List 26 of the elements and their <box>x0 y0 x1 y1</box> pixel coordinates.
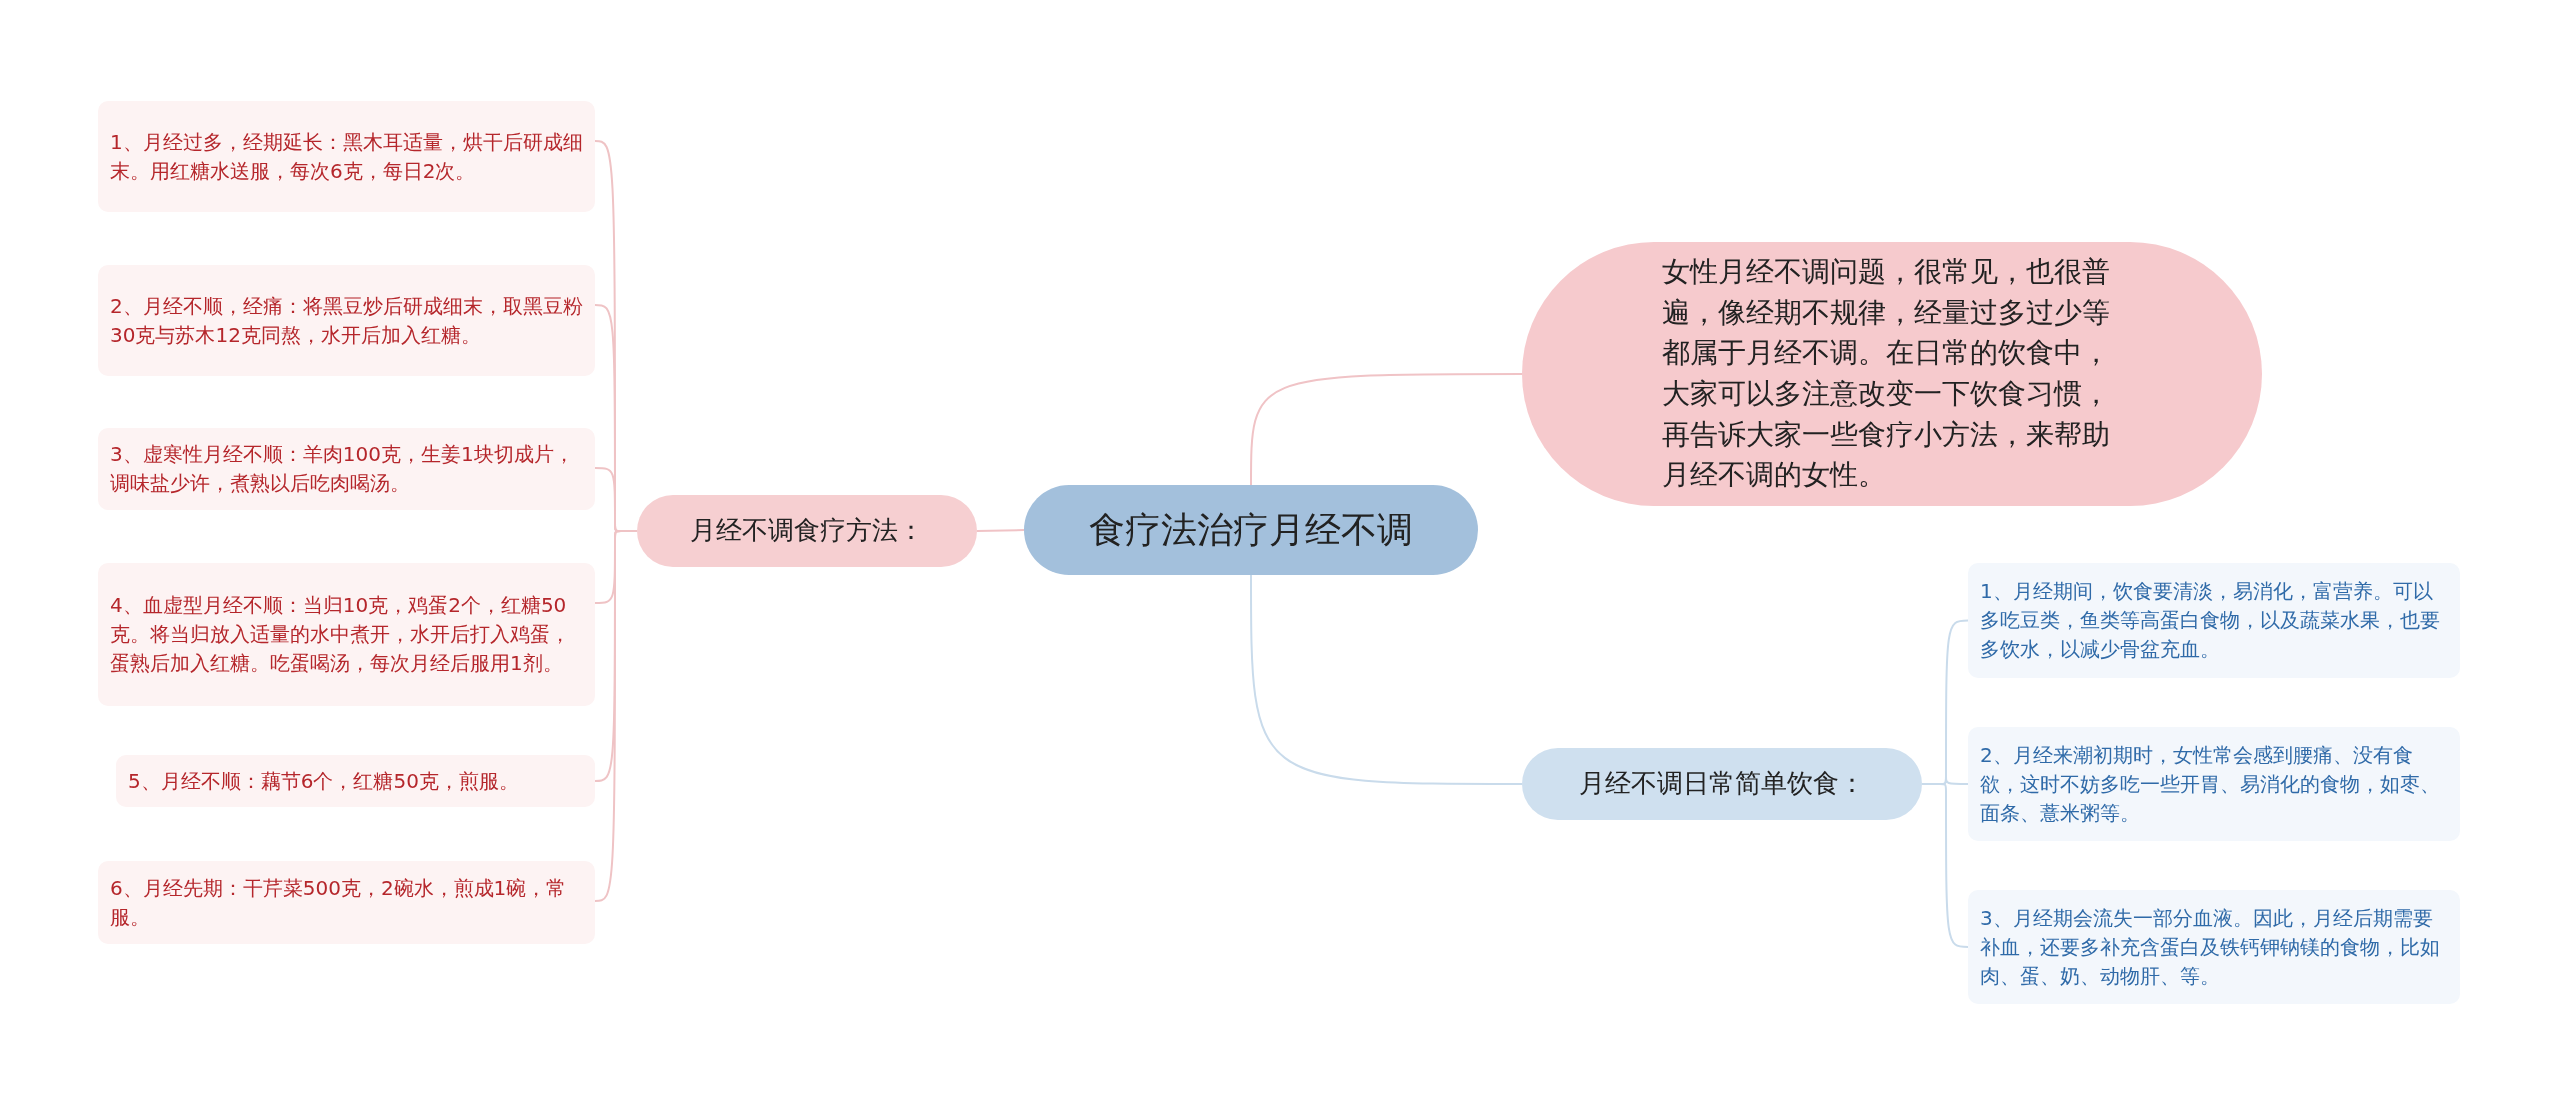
recipe-text: 1、月经过多，经期延长：黑木耳适量，烘干后研成细末。用红糖水送服，每次6克，每日2次。 <box>110 128 583 185</box>
diet-tip-card <box>1968 727 2460 841</box>
topic-title: 食疗法治疗月经不调 <box>1089 507 1413 552</box>
branch-line <box>1250 373 1523 486</box>
recipe-card <box>98 265 595 376</box>
recipe-text: 6、月经先期：干芹菜500克，2碗水，煎成1碗，常服。 <box>110 874 568 931</box>
branch-line <box>1921 783 1969 948</box>
recipe-text: 3、虚寒性月经不顺：羊肉100克，生姜1块切成片，调味盐少许，煮熟以后吃肉喝汤。 <box>110 441 575 497</box>
diet-tip-text: 3、月经期会流失一部分血液。因此，月经后期需要补血，还要多补充含蛋白及铁钙钾钠镁的食物，比如肉、蛋、奶、动物肝、等。 <box>1980 904 2441 990</box>
branch-label: 月经不调日常简单饮食： <box>1579 767 1865 801</box>
recipe-card <box>98 428 595 510</box>
recipe-card <box>98 861 595 944</box>
recipe-card <box>98 563 595 706</box>
recipe-text: 4、血虚型月经不顺：当归10克，鸡蛋2个，红糖50克。将当归放入适量的水中煮开，水开后打入鸡蛋，蛋熟后加入红糖。吃蛋喝汤，每次月经后服用1剂。 <box>110 592 571 677</box>
branch-line <box>976 529 1025 532</box>
branch-label: 月经不调食疗方法： <box>690 514 924 548</box>
intro-text: 女性月经不调问题，很常见，也很普遍，像经期不规律，经量过多过少等都属于月经不调。在日常的饮食中，大家可以多注意改变一下饮食习惯，再告诉大家一些食疗小方法，来帮助月经不调的女性。 <box>1662 254 2111 494</box>
diet-tip-card <box>1968 890 2460 1004</box>
recipe-text: 5、月经不顺：藕节6个，红糖50克，煎服。 <box>128 767 519 795</box>
diet-tip-text: 2、月经来潮初期时，女性常会感到腰痛、没有食欲，这时不妨多吃一些开胃、易消化的食物，如枣、面条、薏米粥等。 <box>1980 741 2441 827</box>
diet-tip-text: 1、月经期间，饮食要清淡，易消化，富营养。可以多吃豆类，鱼类等高蛋白食物，以及蔬菜水果，也要多饮水，以减少骨盆充血。 <box>1980 578 2441 663</box>
recipe-card <box>98 101 595 212</box>
recipe-text: 2、月经不顺，经痛：将黑豆炒后研成细末，取黑豆粉30克与苏木12克同熬，水开后加入红糖。 <box>110 292 583 349</box>
branch-line <box>1250 574 1523 785</box>
recipe-card <box>116 755 595 807</box>
diet-tip-card <box>1968 563 2460 678</box>
